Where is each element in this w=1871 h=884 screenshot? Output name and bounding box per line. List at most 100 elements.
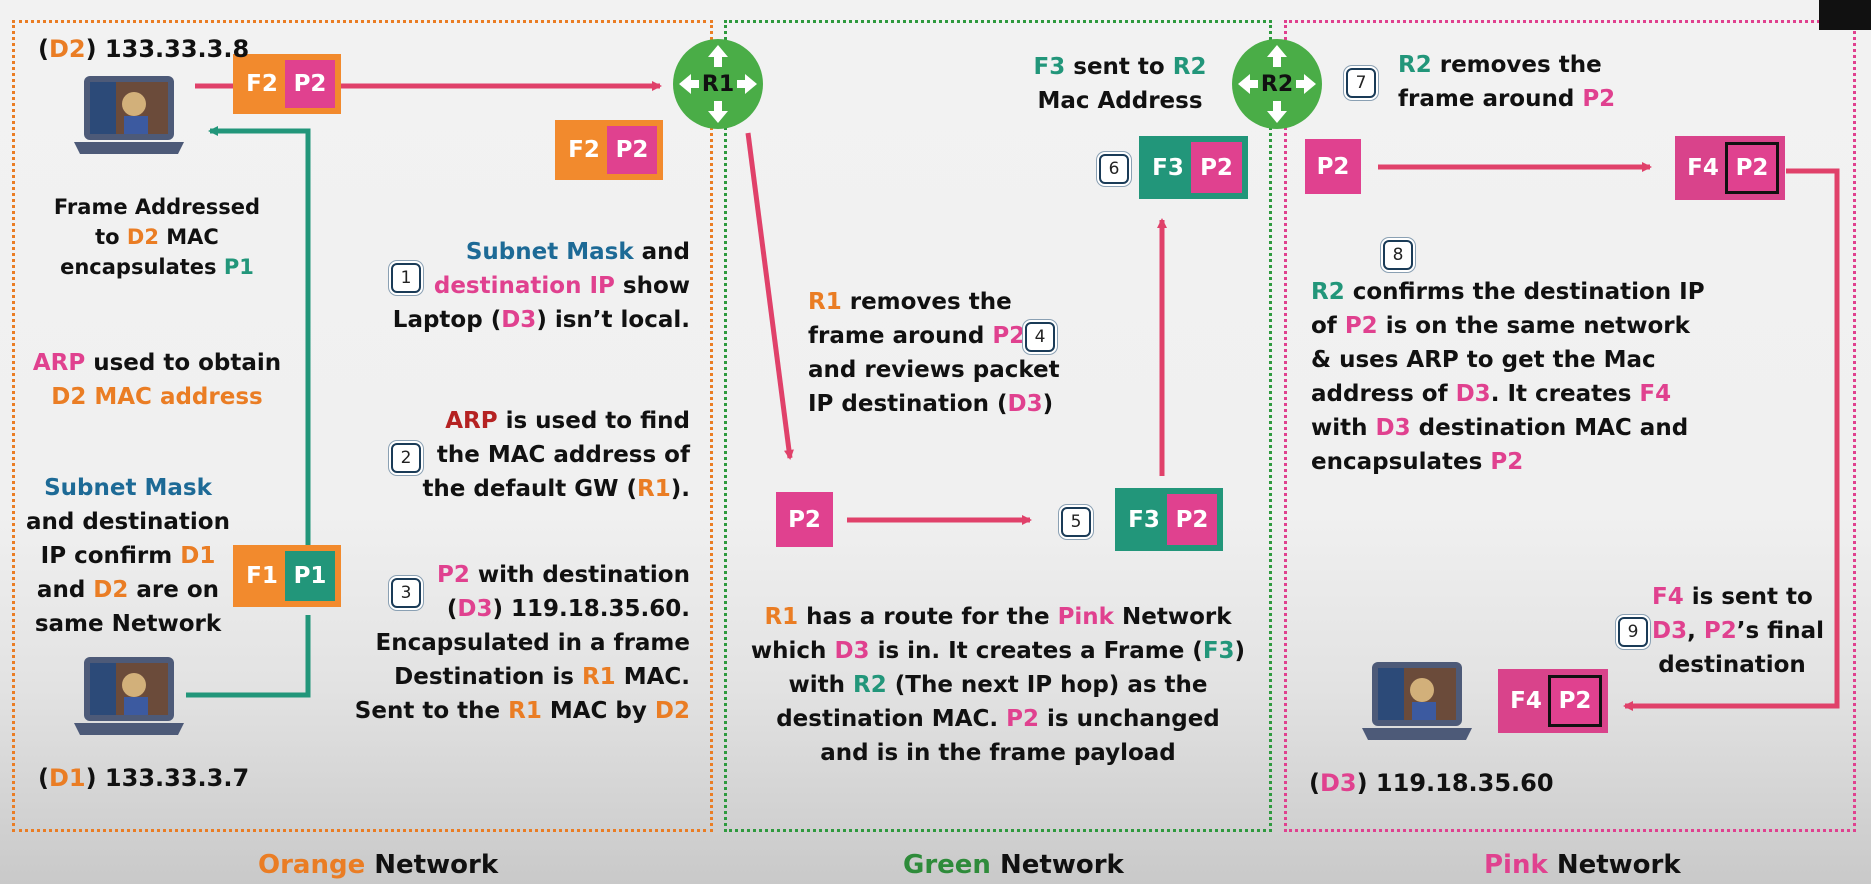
orange-network-zone (12, 20, 713, 832)
green-network-zone (724, 20, 1272, 832)
packet-p2-label: P2 (1548, 675, 1602, 727)
frame-f2-p2-top[interactable]: F2 P2 (233, 54, 341, 114)
d3-paren: ( (1309, 769, 1320, 797)
text-span: frame around (808, 323, 993, 349)
router-r2[interactable]: R2 (1232, 39, 1322, 129)
text-line: and reviews packet (808, 357, 1060, 383)
text-span: D3 (834, 638, 870, 664)
text-span: IP confirm (40, 543, 181, 569)
d1-ip: ) 133.33.3.7 (85, 764, 250, 792)
text-span: F4 (1639, 381, 1672, 407)
text-span: Network (1547, 850, 1681, 880)
step-4-badge: 4 (1025, 322, 1055, 352)
step-2-badge: 2 (391, 443, 421, 473)
text-line: Subnet Mask (44, 475, 212, 501)
text-span: Destination is (394, 664, 582, 690)
text-span: ). (670, 476, 690, 502)
packet-p2-label: P2 (285, 60, 335, 108)
text-span: and (633, 239, 690, 265)
orange-network-label: Orange Network (258, 848, 498, 882)
route-text: R1 has a route for the Pink Network whic… (738, 600, 1258, 770)
text-span: P2 (1344, 313, 1378, 339)
text-span: P2 (1703, 618, 1737, 644)
packet-p2-label: P2 (1167, 494, 1217, 545)
frame-f1-label: F1 (246, 563, 278, 589)
text-span: to (95, 225, 127, 249)
text-span: destination MAC and (1410, 415, 1689, 441)
frame-f2-label: F2 (246, 71, 278, 97)
d2-code: D2 (48, 35, 86, 63)
text-line: Mac Address (1037, 88, 1203, 114)
laptop-d1-icon[interactable] (72, 655, 186, 739)
step-7-text: R2 removes the frame around P2 (1398, 48, 1615, 116)
text-span: MAC. (615, 664, 690, 690)
packet-p2-green[interactable]: P2 (776, 492, 833, 547)
text-span: with (1311, 415, 1376, 441)
frame-f4-p2-bottom[interactable]: F4 P2 (1498, 669, 1608, 733)
text-span: D3 (1007, 391, 1043, 417)
text-span: F3 (1202, 638, 1235, 664)
text-span: ) (1042, 391, 1054, 417)
arrow-r1-down (745, 132, 794, 460)
text-span: P2 (1490, 449, 1524, 475)
text-span: D3 (1455, 381, 1491, 407)
text-span: Network (990, 850, 1124, 880)
laptop-d3-icon[interactable] (1360, 660, 1474, 744)
text-span: are on (128, 577, 220, 603)
router-r1-label: R1 (701, 71, 735, 97)
step-3-text: P2 with destination (D3) 119.18.35.60. E… (350, 558, 690, 728)
router-arrows-icon (1238, 45, 1316, 123)
text-span: is on the same network (1377, 313, 1690, 339)
step-1-badge: 1 (391, 263, 421, 293)
text-span: D1 (180, 543, 216, 569)
text-span: has a route for the (798, 604, 1058, 630)
text-span: D3 (1375, 415, 1411, 441)
text-span: Pink (1057, 604, 1114, 630)
step-7-badge: 7 (1346, 68, 1376, 98)
text-span: R2 (1172, 54, 1207, 80)
frame-f2-p2-copy[interactable]: F2 P2 (555, 120, 663, 180)
pink-network-label: Pink Network (1484, 848, 1681, 882)
d3-ip: ) 119.18.35.60 (1356, 769, 1554, 797)
frame-f4-label: F4 (1687, 155, 1719, 181)
arrow-f4-to-d3 (1623, 168, 1840, 711)
text-span: D2 (126, 225, 159, 249)
frame-f4-p2-top[interactable]: F4 P2 (1675, 136, 1785, 200)
text-span: is unchanged (1039, 706, 1220, 732)
text-span: IP destination ( (808, 391, 1008, 417)
packet-p2-label: P2 (607, 126, 657, 174)
frame-f2-label: F2 (568, 137, 600, 163)
text-span: ) 119.18.35.60. (492, 596, 691, 622)
text-span: MAC by (541, 698, 655, 724)
text-span: R2 (1398, 52, 1432, 78)
step-8-text: R2 confirms the destination IP of P2 is … (1311, 275, 1705, 479)
text-span: is sent to (1683, 584, 1813, 610)
corner-widget[interactable] (1819, 0, 1871, 30)
d3-address: (D3) 119.18.35.60 (1309, 766, 1554, 800)
text-span: the default GW ( (422, 476, 638, 502)
d1-address: (D1) 133.33.3.7 (38, 761, 249, 795)
text-span: Green (903, 850, 991, 880)
frame-f3-p2-upper[interactable]: F3 P2 (1139, 136, 1248, 199)
laptop-d2-icon[interactable] (72, 74, 186, 158)
text-span: Pink (1484, 850, 1548, 880)
arrow-d1-to-d2 (186, 126, 311, 698)
text-span: F3 (1033, 54, 1066, 80)
text-span: . It creates (1490, 381, 1640, 407)
step-3-badge: 3 (391, 578, 421, 608)
text-span: R1 (764, 604, 799, 630)
text-span: Laptop ( (392, 307, 502, 333)
text-span: is in. It creates a Frame ( (869, 638, 1203, 664)
text-line: destination (1658, 652, 1806, 678)
text-span: ) isn’t local. (536, 307, 690, 333)
text-line: & uses ARP to get the Mac (1311, 347, 1656, 373)
d2-ip: ) 133.33.3.8 (85, 35, 250, 63)
frame-f3-p2-lower[interactable]: F3 P2 (1115, 488, 1223, 551)
step-5-badge: 5 (1061, 507, 1091, 537)
text-span: D2 (654, 698, 690, 724)
frame-f1-p1[interactable]: F1 P1 (233, 545, 341, 607)
text-span: D2 (93, 577, 129, 603)
packet-p2-pink[interactable]: P2 (1305, 139, 1361, 194)
router-r1[interactable]: R1 (673, 39, 763, 129)
text-span: encapsulates (1311, 449, 1491, 475)
